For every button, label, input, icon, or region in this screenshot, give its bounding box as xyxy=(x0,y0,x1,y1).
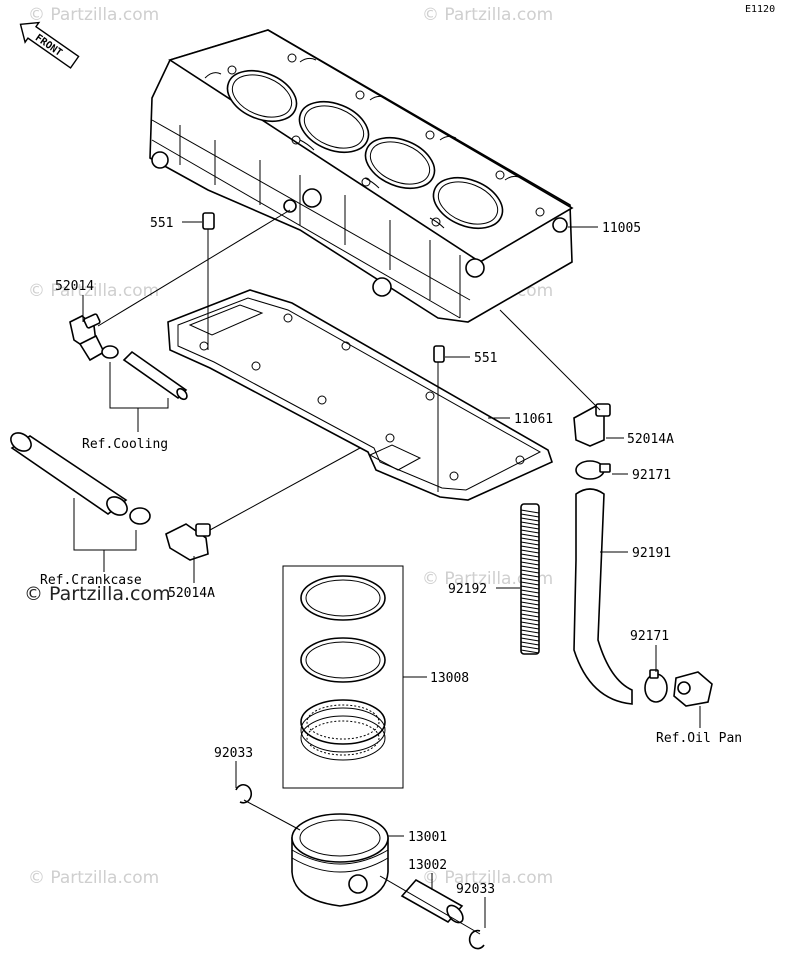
watermark: © Partzilla.com xyxy=(28,5,159,25)
label-92171: 92171 xyxy=(632,468,671,483)
label-551: 551 xyxy=(474,351,497,366)
label-92192: 92192 xyxy=(448,582,487,597)
watermark: © Partzilla.com xyxy=(422,5,553,25)
diagram-code: E1120 xyxy=(745,4,775,15)
label-52014a: 52014A xyxy=(168,586,215,601)
elbow-fitting-52014 xyxy=(69,313,106,362)
label-551: 551 xyxy=(150,216,173,231)
stud-bolt xyxy=(520,503,540,655)
label-13001: 13001 xyxy=(408,830,447,845)
piston-ring xyxy=(300,637,386,683)
elbow-fitting-52014a-left xyxy=(165,523,211,561)
crankcase-hose xyxy=(10,432,128,516)
watermark: © Partzilla.com xyxy=(422,868,553,888)
cooling-hose xyxy=(122,350,188,400)
piston-ring xyxy=(300,575,386,621)
label-13008: 13008 xyxy=(430,671,469,686)
label-52014: 52014 xyxy=(55,279,94,294)
dowel-pin xyxy=(433,345,445,363)
circlip xyxy=(468,929,485,950)
oil-ring xyxy=(300,699,386,761)
front-arrow: FRONT xyxy=(19,21,80,69)
cylinder-block xyxy=(149,29,574,323)
label-11005: 11005 xyxy=(602,221,641,236)
dowel-pin xyxy=(202,212,215,230)
hose-clamp xyxy=(129,507,151,525)
label-92191: 92191 xyxy=(632,546,671,561)
label-92171: 92171 xyxy=(630,629,669,644)
watermark: © Partzilla.com xyxy=(28,281,159,301)
hose-clamp xyxy=(101,345,119,359)
watermark: © Partzilla.com xyxy=(24,583,171,605)
hose-clamp-92171-lower xyxy=(644,669,668,703)
head-gasket xyxy=(167,289,553,501)
callout-labels: 11005 551 551 52014 11061 52014A 92171 9… xyxy=(40,216,742,897)
circlip xyxy=(235,783,253,804)
ref-cooling-label: Ref.Cooling xyxy=(82,437,168,452)
label-13002: 13002 xyxy=(408,858,447,873)
label-92033: 92033 xyxy=(214,746,253,761)
hose-clamp-92171 xyxy=(575,460,611,480)
label-11061: 11061 xyxy=(514,412,553,427)
leader-lines xyxy=(73,221,701,928)
watermark: © Partzilla.com xyxy=(28,868,159,888)
oil-hose xyxy=(573,488,633,705)
piston-pin xyxy=(400,878,464,924)
label-52014a: 52014A xyxy=(627,432,674,447)
label-92033: 92033 xyxy=(456,882,495,897)
elbow-fitting-52014a-right xyxy=(573,403,611,447)
oil-pan-fitting xyxy=(673,671,713,707)
piston xyxy=(291,813,389,907)
ref-crankcase-label: Ref.Crankcase xyxy=(40,573,142,588)
ref-oil-pan-label: Ref.Oil Pan xyxy=(656,731,742,746)
